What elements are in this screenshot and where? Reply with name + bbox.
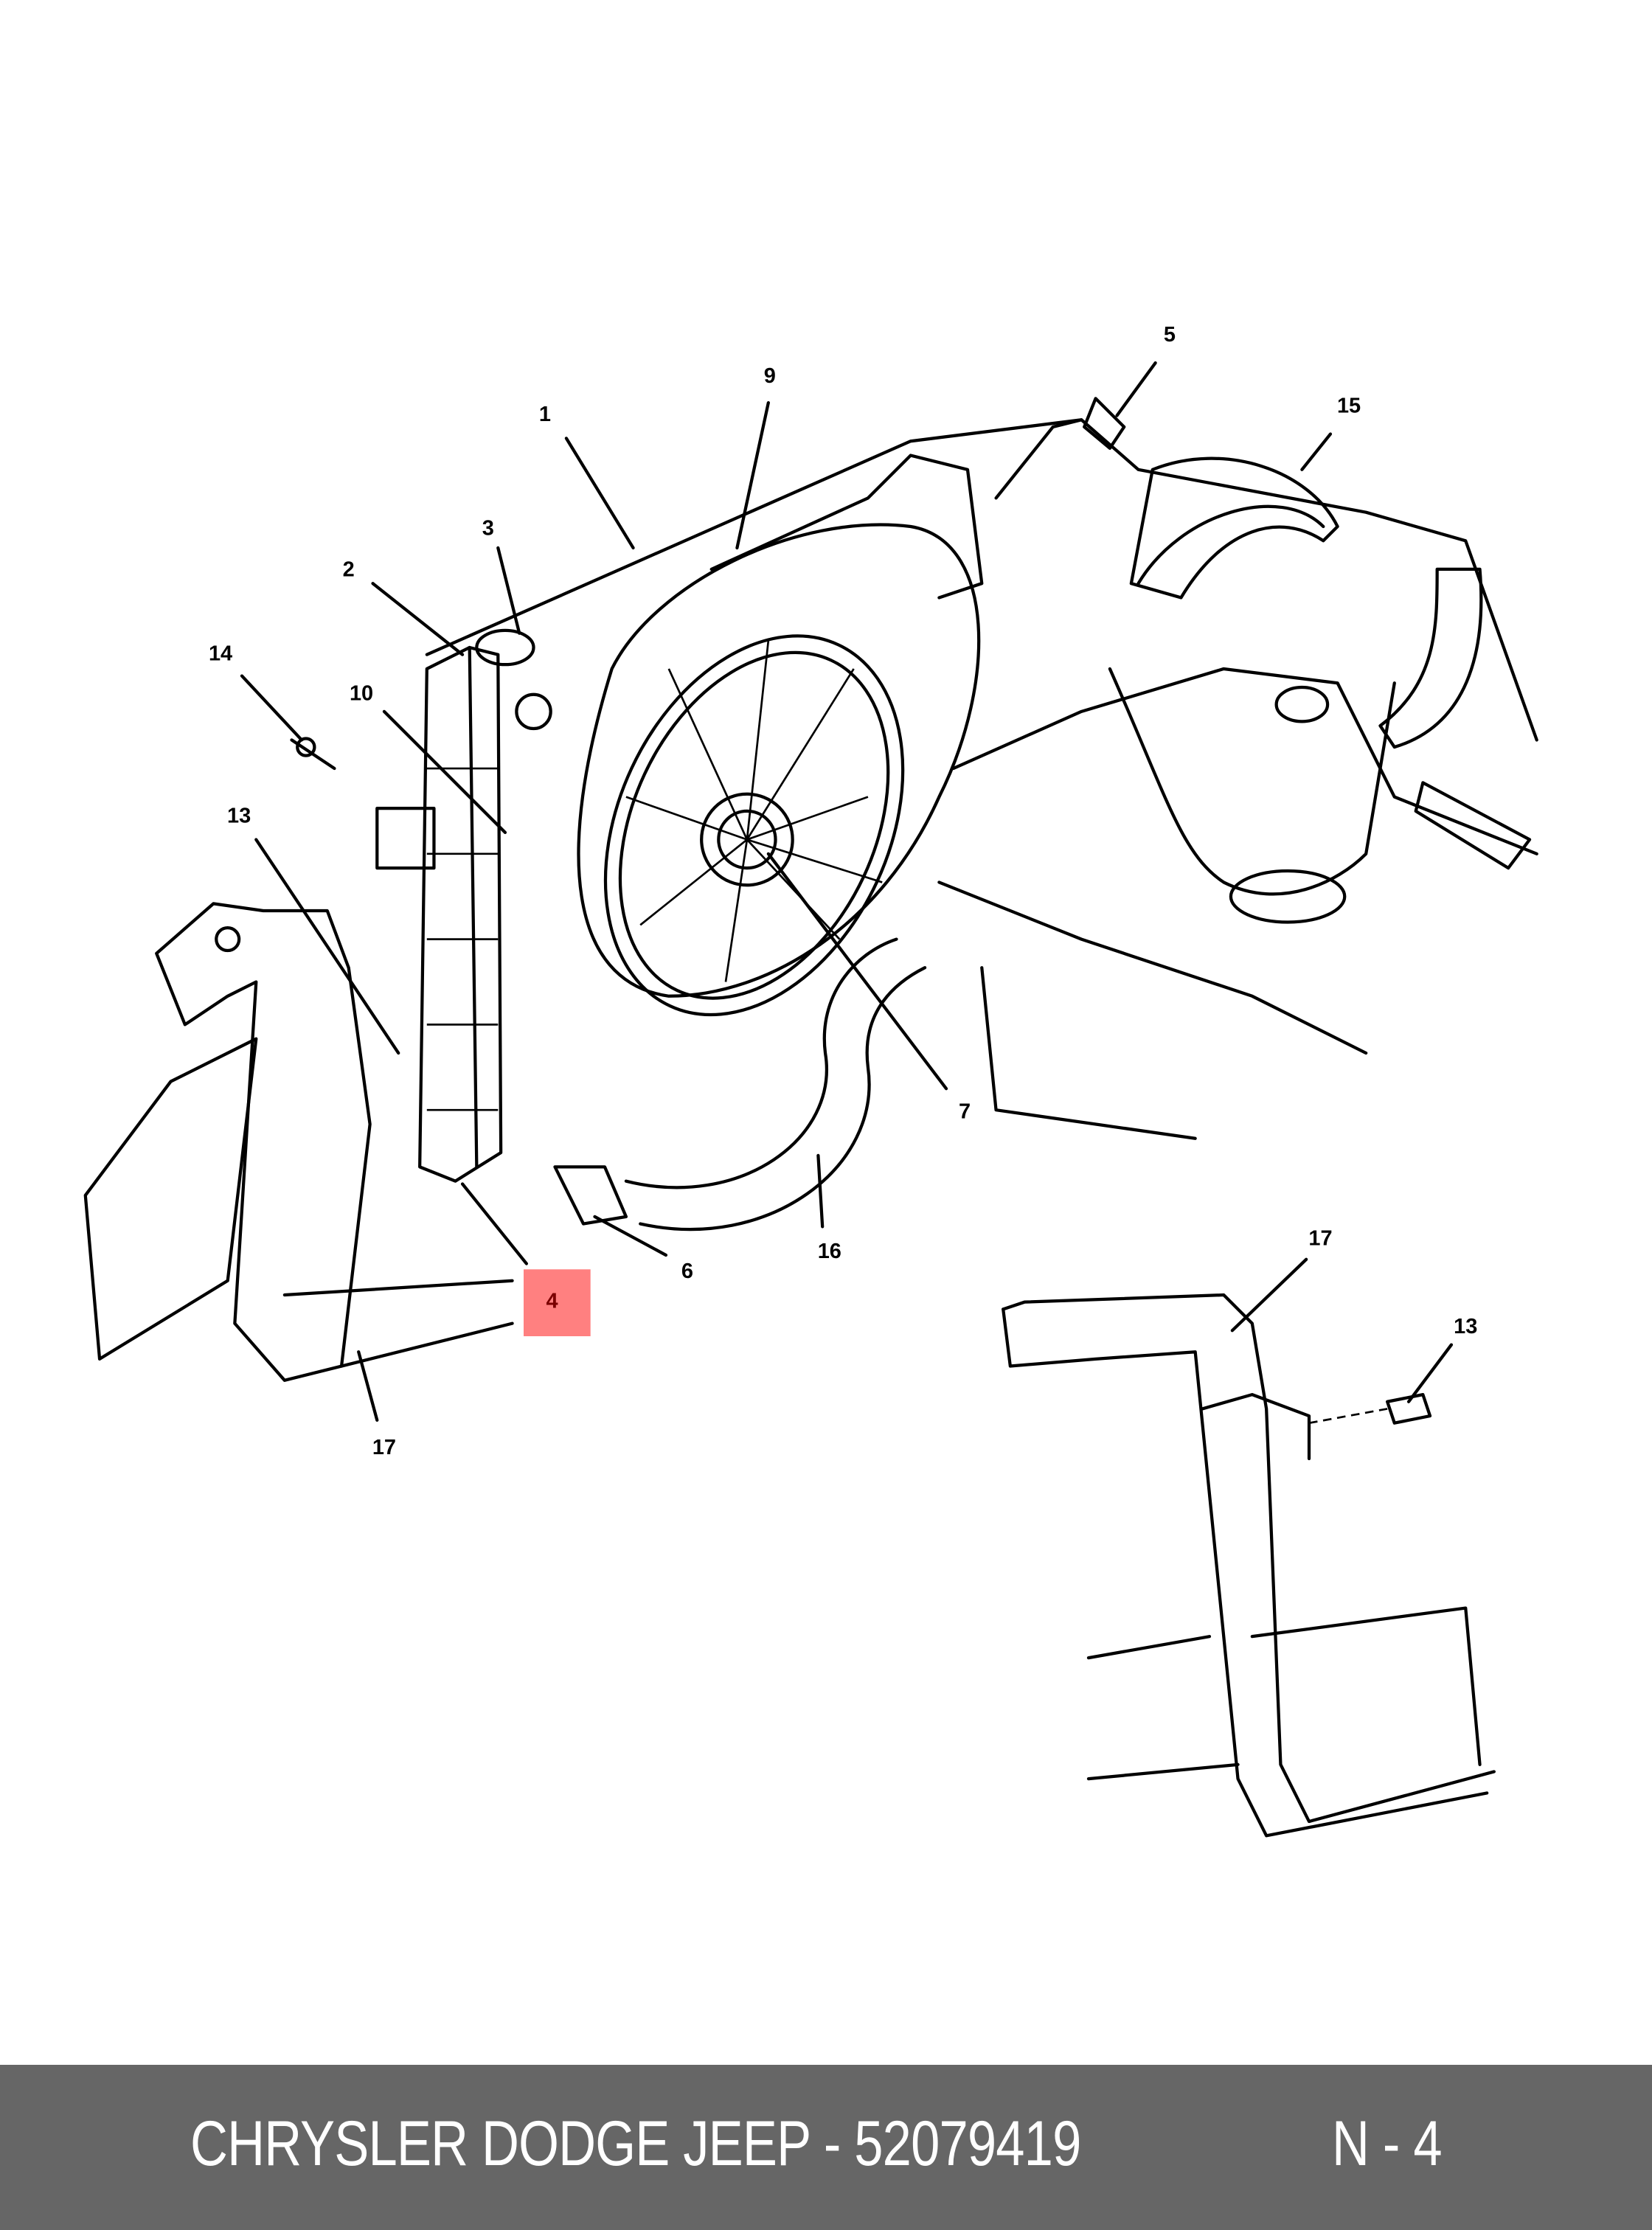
- callout-13[interactable]: 13: [227, 804, 251, 827]
- callout-7[interactable]: 7: [959, 1100, 971, 1124]
- callout-14[interactable]: 14: [209, 642, 232, 665]
- callout-2[interactable]: 2: [343, 558, 355, 582]
- callout-3[interactable]: 3: [482, 517, 494, 541]
- footer-bar: CHRYSLER DODGE JEEP - 52079419 N - 4: [0, 2065, 1652, 2230]
- vehicle-frame-drawing: [425, 418, 1538, 1140]
- callout-10[interactable]: 10: [350, 681, 373, 705]
- callout-16[interactable]: 16: [818, 1240, 841, 1263]
- callout-17[interactable]: 17: [372, 1436, 396, 1459]
- part-brand-number: CHRYSLER DODGE JEEP - 52079419: [190, 2108, 1081, 2179]
- parts-diagram: 1 2 3 4 5 6 7 9 10 13 13 14 15 16 17 17: [83, 323, 1538, 1838]
- cooling-fan-drawing: [577, 454, 984, 1017]
- leader-lines: [240, 361, 1454, 1422]
- callout-15[interactable]: 15: [1337, 395, 1361, 418]
- hoses-drawing: [553, 397, 1483, 1232]
- callout-4[interactable]: 4: [546, 1289, 558, 1313]
- callout-5[interactable]: 5: [1164, 323, 1176, 347]
- callout-1[interactable]: 1: [539, 403, 551, 426]
- callout-labels: 1 2 3 4 5 6 7 9 10 13 13 14 15 16 17 17: [209, 323, 1477, 1459]
- callout-6[interactable]: 6: [681, 1260, 693, 1283]
- callout-13-detail[interactable]: 13: [1454, 1315, 1477, 1338]
- callout-9[interactable]: 9: [764, 364, 776, 388]
- support-bracket-detail-drawing: [1002, 1293, 1496, 1838]
- support-bracket-left-drawing: [83, 902, 514, 1382]
- callout-4-highlight: [524, 1269, 591, 1336]
- diagram-reference: N - 4: [1332, 2108, 1443, 2179]
- radiator-drawing: [290, 628, 552, 1183]
- callout-17-detail[interactable]: 17: [1308, 1226, 1332, 1250]
